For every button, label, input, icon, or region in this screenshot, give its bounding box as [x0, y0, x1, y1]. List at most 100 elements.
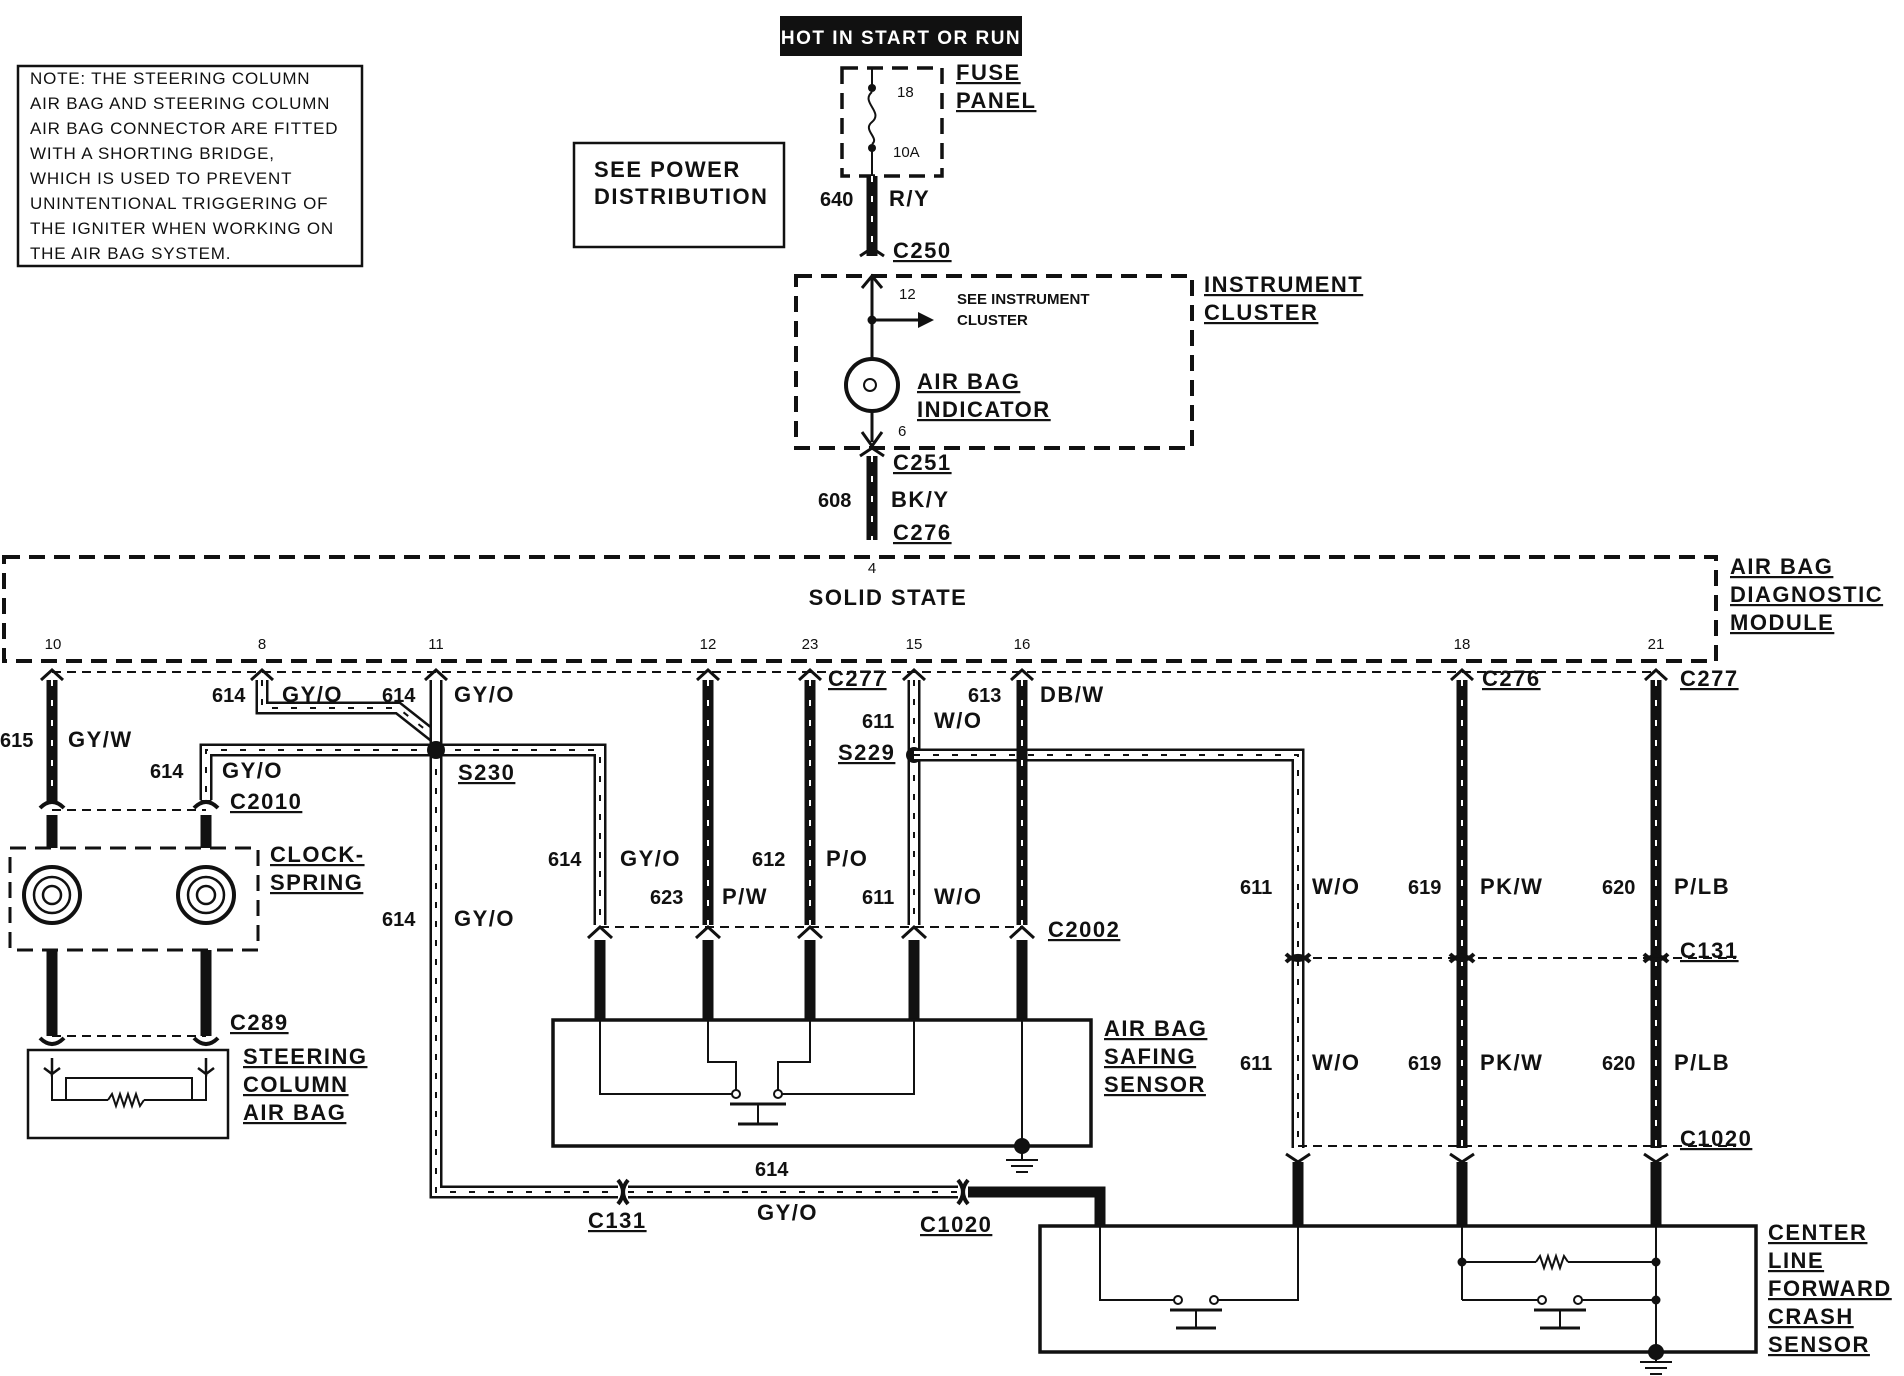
see-power-distribution-box: SEE POWER DISTRIBUTION: [572, 141, 786, 249]
svg-text:C277: C277: [1680, 666, 1739, 691]
svg-text:608: 608: [818, 490, 851, 512]
connector-c2002: C2002: [586, 917, 1120, 1020]
svg-text:15: 15: [906, 636, 923, 653]
instrument-cluster: INSTRUMENT CLUSTER 12 SEE INSTRUMENT CLU…: [794, 272, 1363, 450]
svg-text:640: 640: [820, 189, 853, 211]
svg-text:C2010: C2010: [230, 789, 302, 814]
wire-614-bottom: 614 GY/O C131 C1020: [588, 1159, 1106, 1237]
svg-text:10: 10: [45, 636, 62, 653]
svg-text:619: 619: [1408, 1053, 1441, 1075]
svg-text:INDICATOR: INDICATOR: [917, 397, 1051, 422]
svg-text:11: 11: [428, 636, 444, 653]
clockspring: C2010 CLOCK- SPRING: [8, 789, 365, 1036]
svg-text:611: 611: [862, 887, 894, 909]
connector-c131-right: C131: [1284, 938, 1739, 964]
svg-text:FUSE: FUSE: [956, 60, 1021, 85]
svg-text:623: 623: [650, 887, 683, 909]
svg-text:LINE: LINE: [1768, 1248, 1824, 1273]
svg-text:DIAGNOSTIC: DIAGNOSTIC: [1730, 582, 1883, 607]
svg-text:6: 6: [898, 423, 906, 440]
svg-text:CENTER: CENTER: [1768, 1220, 1867, 1245]
svg-text:W/O: W/O: [1312, 874, 1361, 899]
svg-text:CLUSTER: CLUSTER: [1204, 300, 1318, 325]
svg-text:MODULE: MODULE: [1730, 610, 1834, 635]
svg-text:613: 613: [968, 685, 1001, 707]
svg-text:COLUMN: COLUMN: [243, 1072, 349, 1097]
svg-text:P/O: P/O: [826, 846, 868, 871]
svg-text:C131: C131: [588, 1208, 647, 1233]
svg-text:21: 21: [1648, 636, 1665, 653]
svg-text:18: 18: [1454, 636, 1471, 653]
svg-text:SPRING: SPRING: [270, 870, 363, 895]
svg-text:AIR BAG AND STEERING COLUMN: AIR BAG AND STEERING COLUMN: [30, 94, 330, 113]
wire-612: 612 P/O C277: [752, 666, 885, 925]
svg-text:GY/O: GY/O: [222, 758, 283, 783]
svg-text:PK/W: PK/W: [1480, 1050, 1543, 1075]
splice-s230: S230 614 GY/O 614 GY/O 614 GY/O: [150, 741, 681, 1199]
svg-text:S229: S229: [838, 740, 895, 765]
svg-text:P/LB: P/LB: [1674, 1050, 1730, 1075]
wire-620: C277 620 P/LB 620 P/LB: [1602, 666, 1739, 1148]
svg-text:THE IGNITER WHEN WORKING ON: THE IGNITER WHEN WORKING ON: [30, 219, 334, 238]
svg-text:R/Y: R/Y: [889, 186, 930, 211]
wire-614-pin8: 614 GY/O: [212, 667, 441, 744]
note-box: NOTE: THE STEERING COLUMN AIR BAG AND ST…: [16, 64, 364, 268]
svg-text:P/LB: P/LB: [1674, 874, 1730, 899]
svg-text:C276: C276: [893, 520, 952, 545]
svg-text:614: 614: [212, 685, 246, 707]
svg-text:CRASH: CRASH: [1768, 1304, 1854, 1329]
wire-611-right: 611 W/O 611 W/O: [1240, 874, 1361, 1148]
svg-text:612: 612: [752, 849, 785, 871]
svg-text:AIR BAG: AIR BAG: [243, 1100, 346, 1125]
svg-text:THE AIR BAG SYSTEM.: THE AIR BAG SYSTEM.: [30, 244, 231, 263]
svg-text:GY/O: GY/O: [620, 846, 681, 871]
svg-text:INSTRUMENT: INSTRUMENT: [1204, 272, 1363, 297]
svg-text:614: 614: [382, 909, 416, 931]
svg-text:619: 619: [1408, 877, 1441, 899]
svg-text:W/O: W/O: [934, 884, 983, 909]
wire-614-pin11: 614 GY/O: [382, 667, 514, 750]
svg-text:GY/O: GY/O: [454, 906, 515, 931]
svg-text:8: 8: [258, 636, 266, 653]
svg-text:UNINTENTIONAL TRIGGERING OF: UNINTENTIONAL TRIGGERING OF: [30, 194, 328, 213]
svg-text:611: 611: [862, 711, 894, 733]
svg-text:FORWARD: FORWARD: [1768, 1276, 1892, 1301]
wire-615: 615 GY/W: [0, 667, 131, 790]
svg-text:12: 12: [899, 286, 916, 303]
connector-c1020-right: C1020: [1285, 1126, 1752, 1226]
svg-text:C251: C251: [893, 450, 952, 475]
svg-text:NOTE: THE STEERING COLUMN: NOTE: THE STEERING COLUMN: [30, 69, 310, 88]
svg-text:CLOCK-: CLOCK-: [270, 842, 365, 867]
svg-text:C131: C131: [1680, 938, 1739, 963]
power-banner: HOT IN START OR RUN: [780, 16, 1022, 56]
fuse-panel: 18 10A FUSE PANEL: [840, 60, 1035, 178]
air-bag-safing-sensor: AIR BAG SAFING SENSOR: [551, 1016, 1206, 1173]
svg-text:10A: 10A: [893, 144, 920, 161]
svg-text:611: 611: [1240, 1053, 1272, 1075]
svg-text:SOLID STATE: SOLID STATE: [809, 585, 968, 610]
svg-text:C276: C276: [1482, 666, 1541, 691]
svg-text:SAFING: SAFING: [1104, 1044, 1196, 1069]
center-line-forward-crash-sensor: CENTER LINE FORWARD CRASH SENSOR: [1038, 1220, 1892, 1375]
svg-text:C2002: C2002: [1048, 917, 1120, 942]
air-bag-diagnostic-module: 4 SOLID STATE AIR BAG DIAGNOSTIC MODULE …: [2, 554, 1883, 663]
svg-text:23: 23: [802, 636, 819, 653]
svg-text:4: 4: [868, 560, 876, 577]
svg-text:GY/O: GY/O: [282, 682, 343, 707]
svg-text:W/O: W/O: [934, 708, 983, 733]
svg-text:614: 614: [150, 761, 184, 783]
wire-613: 613 DB/W: [968, 667, 1103, 925]
wire-640: 640 R/Y C250: [820, 176, 950, 263]
steering-column-air-bag: C289 STEERING COLUMN AIR BAG: [26, 1010, 366, 1140]
svg-text:W/O: W/O: [1312, 1050, 1361, 1075]
svg-text:620: 620: [1602, 1053, 1635, 1075]
svg-text:SEE INSTRUMENT: SEE INSTRUMENT: [957, 291, 1090, 308]
svg-text:16: 16: [1014, 636, 1031, 653]
svg-text:C1020: C1020: [1680, 1126, 1752, 1151]
svg-text:P/W: P/W: [722, 884, 768, 909]
svg-text:PK/W: PK/W: [1480, 874, 1543, 899]
svg-text:18: 18: [897, 84, 914, 101]
svg-text:CLUSTER: CLUSTER: [957, 312, 1028, 329]
svg-text:615: 615: [0, 730, 33, 752]
svg-text:12: 12: [700, 636, 717, 653]
